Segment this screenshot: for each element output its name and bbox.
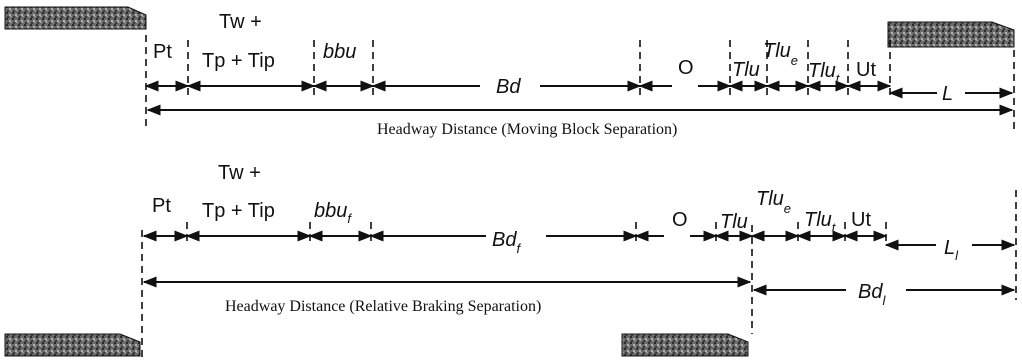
bottom-caption: Headway Distance (Relative Braking Separ… [225,298,541,315]
top-pt-label: Pt [153,41,172,63]
top-bd-label: Bd [496,76,521,98]
top-o-label: O [678,57,694,79]
bottom-labels: Pt Tw + Tp + Tip bbuf Bdf O Tlu Tlue Tlu… [152,162,959,315]
top-l-label: L [942,83,953,105]
top-tlu-label: Tlu [732,59,760,81]
top-tlu-e-label: Tlue [763,40,798,68]
top-left-train [4,6,147,30]
bottom-left-train [4,333,141,357]
bottom-tlu-label: Tlu [720,211,748,233]
bottom-ut-label: Ut [851,209,871,231]
top-right-train [887,21,1015,48]
top-segment-arrows [144,80,1014,116]
top-separators [145,35,1015,130]
top-labels: Pt Tw + Tp + Tip bbu Bd O Tlu Tlue Tlut … [153,11,953,138]
bottom-tlu-e-label: Tlue [756,188,791,216]
top-caption: Headway Distance (Moving Block Separatio… [377,121,677,138]
bottom-tlu-t-label: Tlut [804,209,837,235]
top-tw-label: Tw + [219,11,262,33]
top-tp-tip-label: Tp + Tip [202,50,275,72]
bottom-tp-tip-label: Tp + Tip [202,200,275,222]
top-ut-label: Ut [856,59,876,81]
bottom-bd-label: Bdf [492,229,521,256]
top-tlu-t-label: Tlut [808,60,841,86]
bottom-pt-label: Pt [152,195,171,217]
bottom-l-label: Ll [944,237,959,263]
bottom-segment-arrows [142,230,1016,296]
bottom-o-label: O [672,209,688,231]
bottom-bbu-label: bbuf [314,200,352,226]
top-bbu-label: bbu [323,41,356,63]
bottom-bdl-label: Bdl [858,281,886,308]
bottom-middle-train [621,333,749,357]
train-blocks [4,6,1015,357]
bottom-separators [141,190,1017,358]
bottom-tw-label: Tw + [218,162,261,184]
